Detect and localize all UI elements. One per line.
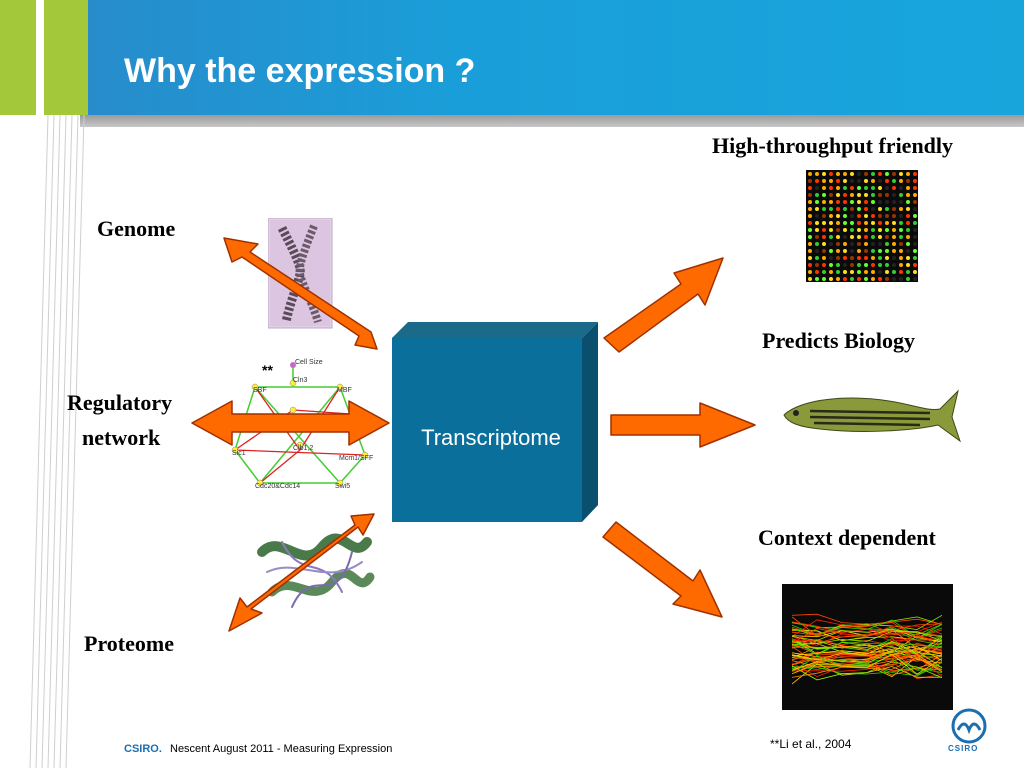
node-clb12: Clb1,2 <box>293 445 313 452</box>
microarray-image <box>806 170 918 282</box>
node-sbf: SBF <box>253 387 267 394</box>
node-mcm1: Mcm1/SFF <box>339 455 373 462</box>
predicts-arrow <box>610 402 756 448</box>
zebrafish-image <box>783 389 961 443</box>
node-mbf: MBF <box>337 387 352 394</box>
microarray-arrow <box>603 257 724 353</box>
slide-title: Why the expression ? <box>124 52 476 90</box>
expression-profile-plot <box>782 584 953 710</box>
accent-stripe <box>36 0 44 115</box>
proteome-label: Proteome <box>84 631 174 656</box>
citation-marker: ** <box>262 362 273 378</box>
node-cell-size: Cell Size <box>295 359 323 366</box>
header-bar <box>0 0 1024 115</box>
csiro-logo-text: CSIRO <box>948 744 979 753</box>
regulatory-arrow <box>191 400 390 446</box>
context-arrow <box>602 521 723 618</box>
predicts-biology-label: Predicts Biology <box>762 328 915 353</box>
network-label: network <box>82 425 161 450</box>
regulatory-label: Regulatory <box>67 390 173 415</box>
citation: **Li et al., 2004 <box>770 737 852 751</box>
header-divider <box>80 115 1024 127</box>
node-cln3: Cln3 <box>293 377 308 384</box>
genome-arrow <box>223 237 378 350</box>
footer-brand: CSIRO. <box>124 743 162 755</box>
decorative-lines <box>29 115 85 768</box>
transcriptome-label: Transcriptome <box>421 425 561 450</box>
node-sic1: Sic1 <box>232 450 246 457</box>
accent-bar <box>0 0 36 115</box>
node-cdc20: Cdc20&Cdc14 <box>255 483 300 490</box>
proteome-arrow <box>228 513 375 632</box>
node-swi5: Swi5 <box>335 483 350 490</box>
csiro-logo-icon <box>951 708 987 744</box>
high-throughput-label: High-throughput friendly <box>712 133 954 158</box>
transcriptome-box <box>392 322 598 522</box>
footer-text: Nescent August 2011 - Measuring Expressi… <box>170 743 393 755</box>
protein-structure-image <box>257 533 375 608</box>
accent-bar-secondary <box>44 0 88 115</box>
context-dependent-label: Context dependent <box>758 525 936 550</box>
genome-label: Genome <box>97 216 176 241</box>
